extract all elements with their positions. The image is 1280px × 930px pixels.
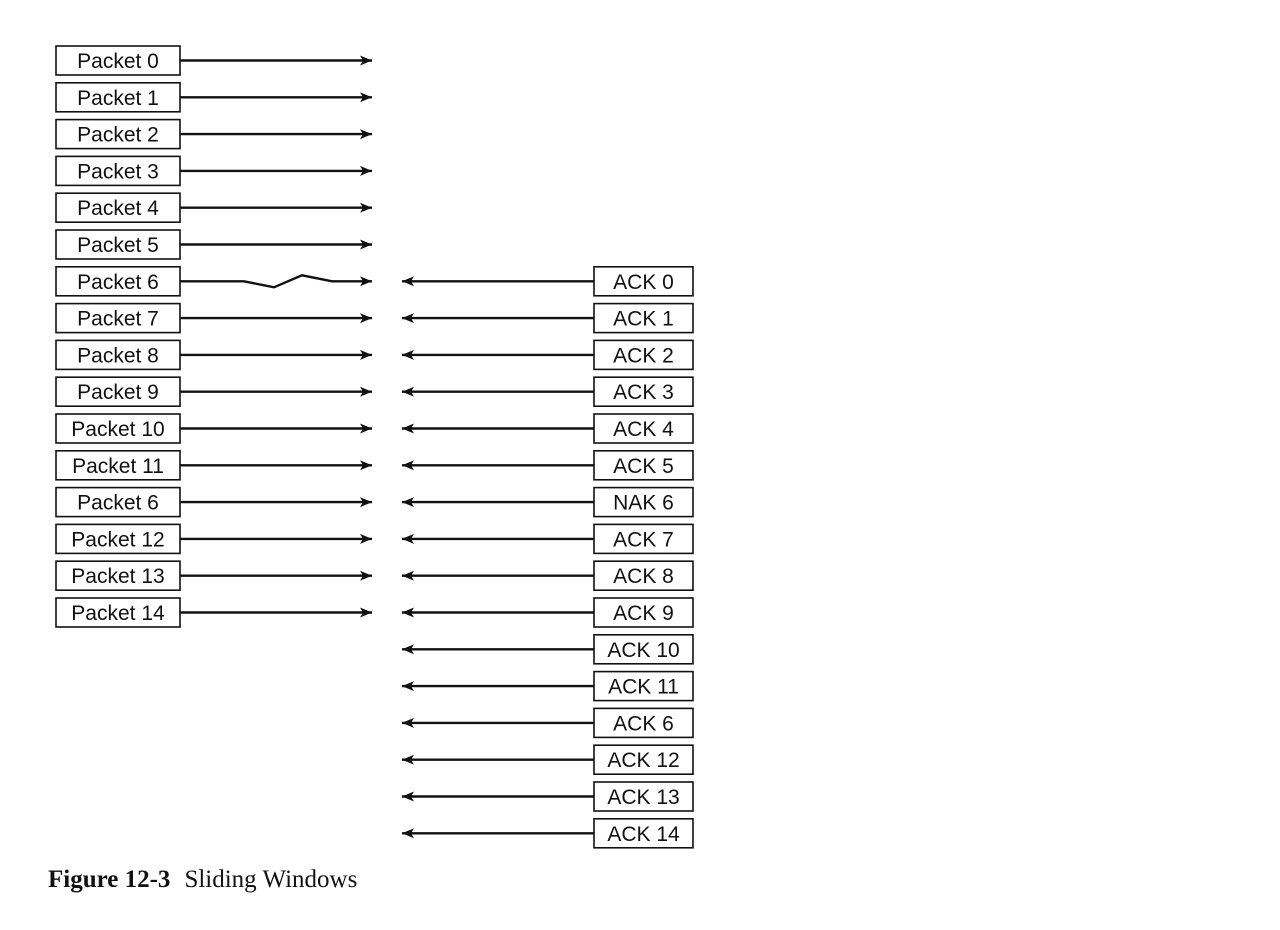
ack-label: ACK 8	[613, 565, 674, 588]
response-row: ACK 12	[402, 744, 694, 776]
ack-label: ACK 10	[607, 639, 679, 662]
packet-label: Packet 1	[77, 87, 159, 110]
packet-row: Packet 1	[55, 82, 372, 113]
response-row: ACK 0	[402, 265, 694, 297]
packet-label: Packet 9	[77, 381, 159, 404]
packet-row: Packet 11	[55, 449, 372, 481]
packet-label: Packet 7	[77, 308, 159, 331]
packet-label: Packet 5	[77, 234, 159, 257]
receiver-responses: ACK 0 ACK 1 ACK 2 ACK 3 ACK 4 ACK 5 NAK 6 ACK 7…	[402, 265, 694, 849]
packet-label: Packet 12	[71, 528, 164, 551]
ack-label: ACK 0	[613, 271, 674, 294]
figure-title: Sliding Windows	[184, 866, 358, 893]
packet-label: Packet 6	[77, 492, 159, 515]
packet-row: Packet 2	[55, 118, 372, 150]
response-row: ACK 8	[402, 560, 694, 592]
packet-row: Packet 14	[55, 597, 372, 628]
figure-caption: Figure 12-3 Sliding Windows	[48, 866, 357, 894]
ack-label: ACK 11	[608, 676, 679, 699]
ack-label: ACK 13	[607, 786, 679, 809]
ack-label: ACK 6	[613, 712, 674, 735]
packet-row: Packet 5	[55, 229, 372, 260]
ack-label: ACK 5	[613, 455, 674, 478]
ack-label: ACK 9	[613, 602, 674, 625]
packet-row: Packet 6	[55, 486, 372, 518]
packet-row: Packet 4	[55, 192, 372, 223]
packet-label: Packet 6	[77, 271, 159, 294]
sender-packets: Packet 0 Packet 1 Packet 2 Packet 3 Packet 4…	[55, 45, 372, 628]
packet-row: Packet 3	[55, 155, 372, 187]
response-row: ACK 9	[402, 597, 694, 628]
figure-number: Figure 12-3	[48, 866, 171, 893]
packet-row: Packet 13	[55, 560, 372, 592]
response-row: ACK 7	[402, 523, 694, 555]
ack-label: ACK 7	[613, 528, 674, 551]
ack-label: ACK 3	[613, 381, 674, 404]
packet-label: Packet 3	[77, 160, 159, 183]
response-row: ACK 13	[402, 781, 694, 812]
packet-label: Packet 0	[77, 50, 159, 73]
lost-packet-arrow	[180, 274, 372, 289]
packet-row: Packet 6	[55, 265, 372, 297]
response-row: ACK 4	[402, 413, 694, 444]
packet-label: Packet 14	[71, 602, 165, 625]
nak-label: NAK 6	[613, 492, 674, 515]
sliding-windows-diagram: Packet 0 Packet 1 Packet 2 Packet 3 Packet 4…	[55, 45, 694, 849]
packet-row: Packet 8	[55, 339, 372, 371]
response-row: ACK 6	[402, 707, 694, 739]
response-row: ACK 10	[402, 633, 694, 665]
response-row: ACK 5	[402, 449, 694, 481]
response-row: ACK 3	[402, 376, 694, 408]
ack-label: ACK 12	[607, 749, 679, 772]
response-row: ACK 11	[402, 670, 694, 702]
packet-label: Packet 11	[72, 455, 164, 478]
packet-label: Packet 2	[77, 124, 159, 147]
ack-label: ACK 1	[613, 308, 674, 331]
packet-label: Packet 8	[77, 344, 159, 367]
packet-label: Packet 10	[71, 418, 164, 441]
packet-row: Packet 7	[55, 302, 372, 334]
response-row: NAK 6	[402, 486, 694, 518]
packet-label: Packet 13	[71, 565, 164, 588]
packet-label: Packet 4	[77, 197, 159, 220]
ack-label: ACK 2	[613, 344, 674, 367]
response-row: ACK 2	[402, 339, 694, 371]
response-row: ACK 14	[402, 817, 694, 849]
ack-label: ACK 4	[613, 418, 674, 441]
packet-row: Packet 9	[55, 376, 372, 408]
packet-row: Packet 0	[55, 45, 372, 76]
ack-label: ACK 14	[607, 823, 680, 846]
packet-row: Packet 10	[55, 413, 372, 444]
packet-row: Packet 12	[55, 523, 372, 555]
response-row: ACK 1	[402, 302, 694, 334]
